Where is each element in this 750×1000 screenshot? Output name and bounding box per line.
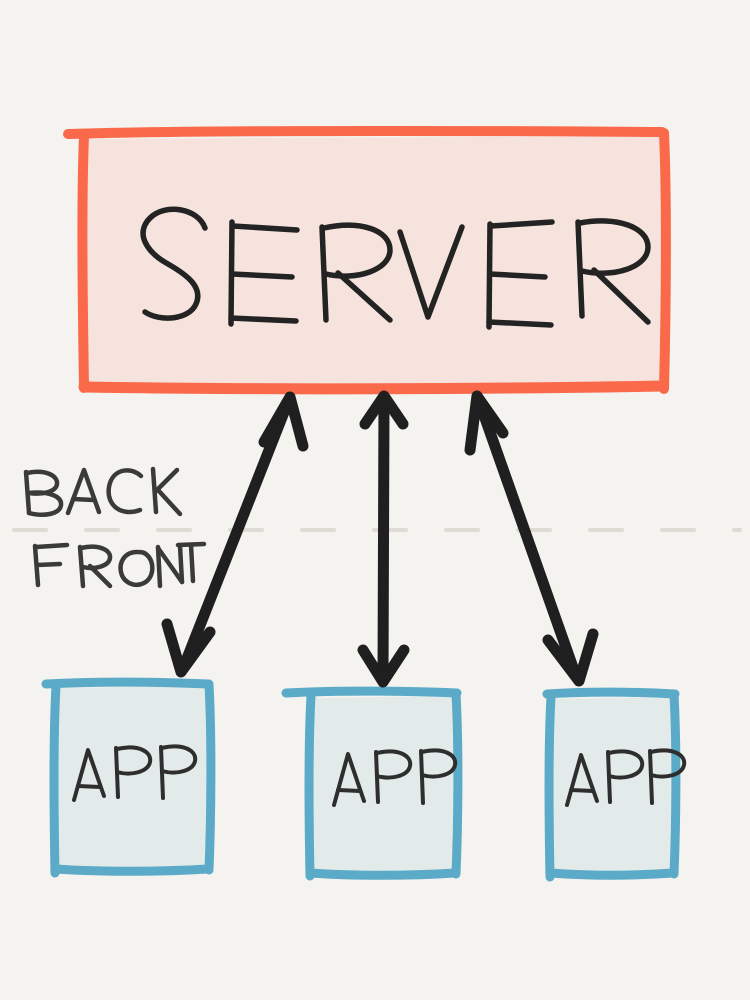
connector-1-head-down — [161, 618, 216, 678]
app-box-2-border-bottom — [306, 868, 460, 880]
app-label-2 — [332, 748, 458, 807]
server-box-border-bottom — [78, 380, 669, 395]
connector-3-head-up — [464, 390, 509, 456]
server-box-border-right — [659, 128, 671, 394]
app-box-2-border-left — [304, 691, 316, 881]
app-box-3-border-right — [669, 690, 681, 879]
server-box-border-top — [63, 125, 667, 139]
app-box-1-border-right — [204, 680, 216, 875]
app-box-1-border-left — [49, 681, 61, 878]
connector-3-shaft — [473, 395, 582, 682]
server-node[interactable] — [63, 125, 671, 395]
connector-1-shaft — [178, 396, 294, 672]
app-label-1 — [72, 744, 198, 802]
connector-3-head-down — [542, 628, 599, 687]
app-box-2-border-top — [281, 686, 462, 698]
app-box-3-fill — [551, 697, 675, 874]
connector-2-shaft — [377, 394, 390, 684]
app-box-1-border-bottom — [51, 864, 213, 876]
app-box-3-border-bottom — [546, 868, 678, 880]
connector-2-head-down — [357, 644, 410, 688]
connector-server-app-2[interactable] — [357, 390, 410, 688]
app-label-3 — [565, 748, 687, 807]
app-node-3[interactable] — [542, 687, 687, 882]
app-box-3-border-left — [544, 692, 556, 882]
connector-server-app-3[interactable] — [464, 390, 599, 687]
connector-server-app-1[interactable] — [161, 391, 309, 678]
app-box-1-fill — [56, 686, 210, 870]
app-box-2-fill — [311, 696, 457, 873]
server-label — [140, 206, 651, 330]
app-node-1[interactable] — [41, 677, 216, 878]
app-box-3-border-top — [542, 687, 680, 699]
app-box-2-border-right — [451, 689, 463, 879]
front-label — [32, 541, 207, 589]
connector-1-head-up — [258, 391, 309, 452]
app-node-2[interactable] — [281, 686, 463, 881]
connector-2-head-up — [359, 390, 409, 430]
app-box-1-border-top — [41, 677, 214, 689]
server-box-border-left — [77, 131, 89, 393]
back-label — [23, 466, 183, 517]
